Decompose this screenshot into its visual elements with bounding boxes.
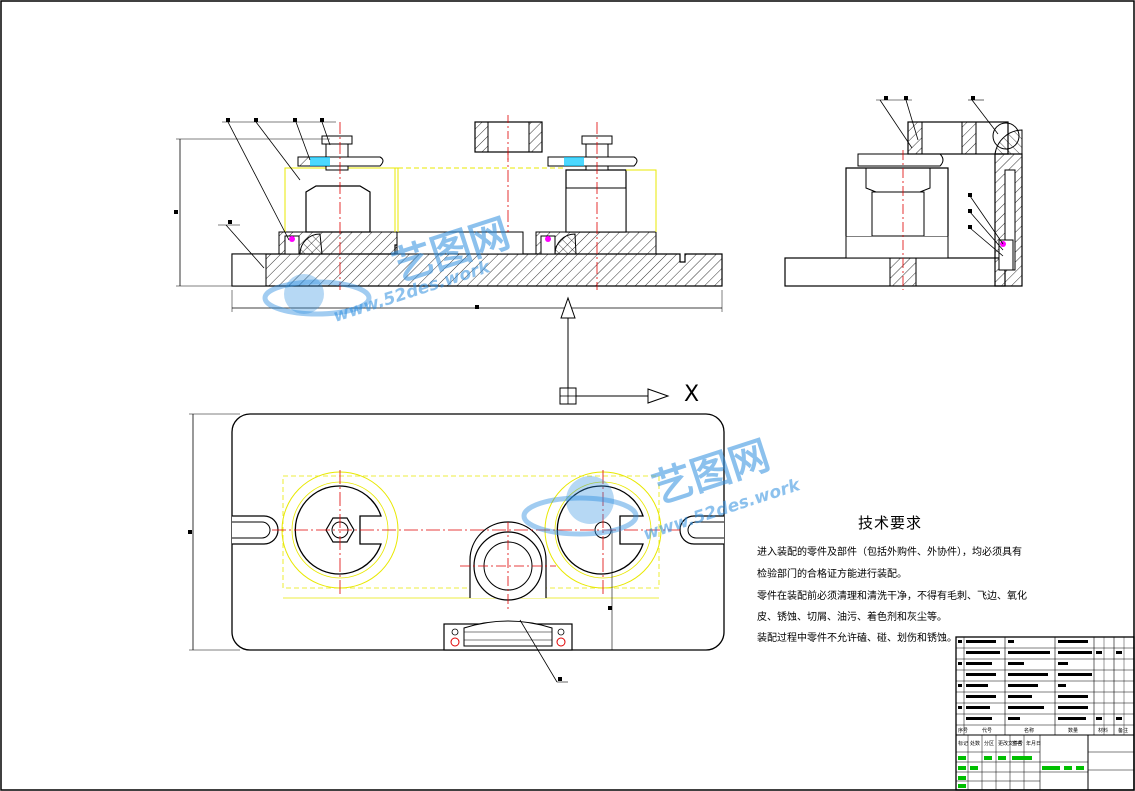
title-block: [955, 636, 1135, 791]
technical-requirements-title: 技术要求: [858, 514, 923, 532]
coordinate-axis: [559, 296, 670, 405]
side-view: [784, 96, 1023, 290]
title-block-footer-1: 序号: [958, 728, 969, 734]
title-block-footer-6: 备注: [1118, 728, 1129, 734]
title-block-header-4: 更改文件号: [998, 741, 1024, 747]
title-block-footer-2: 代号: [982, 728, 993, 734]
watermark-logo-icon: [262, 274, 372, 317]
title-block-footer-5: 材料: [1098, 728, 1109, 734]
technical-requirement-line: 零件在装配前必须清理和清洗干净，不得有毛刺、飞边、氧化: [757, 591, 1027, 602]
title-block-header-6: 年月日: [1026, 741, 1042, 747]
top-view: [188, 413, 725, 683]
technical-requirement-line: 检验部门的合格证方能进行装配。: [757, 569, 907, 580]
technical-requirement-line: 皮、锈蚀、切屑、油污、着色剂和灰尘等。: [757, 612, 947, 623]
title-block-header-5: 签名: [1012, 741, 1023, 747]
technical-requirement-line: 装配过程中零件不允许磕、碰、划伤和锈蚀。: [757, 633, 957, 644]
title-block-footer-3: 名称: [1024, 728, 1035, 734]
title-block-footer-4: 数量: [1068, 728, 1079, 734]
title-block-header-1: 标记: [958, 741, 969, 747]
axis-x-label: X: [684, 382, 700, 407]
technical-requirement-line: 进入装配的零件及部件（包括外购件、外协件），均必须具有: [757, 547, 1022, 558]
title-block-header-3: 分区: [984, 741, 995, 747]
front-view: [174, 115, 723, 312]
watermark-logo-icon: [521, 476, 639, 537]
title-block-header-2: 处数: [970, 741, 981, 747]
